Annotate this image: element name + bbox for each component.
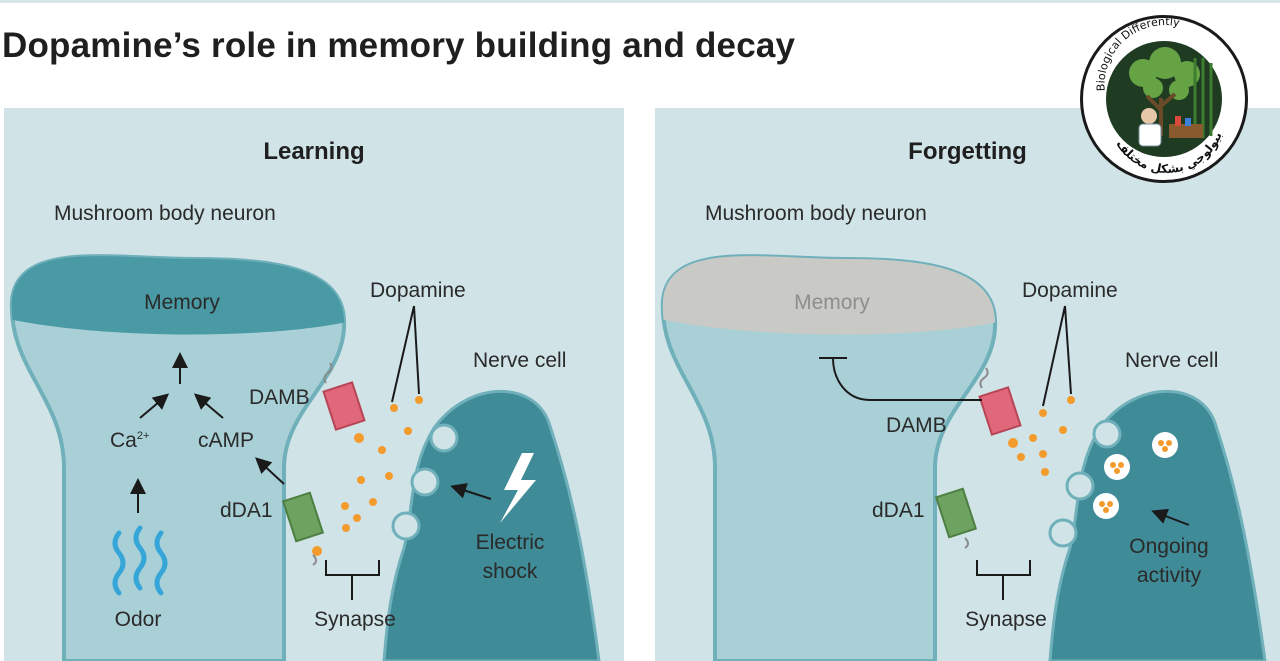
damb-receptor [322,381,366,431]
dda1-receptor [934,487,978,539]
dda1-receptor [281,491,325,543]
damb-label: DAMB [886,414,947,437]
memory-label: Memory [794,291,870,314]
neuron-label: Mushroom body neuron [705,202,927,225]
memory-region [662,256,996,335]
forgetting-panel: Forgetting Mushroom body neuron Memory D… [655,108,1280,661]
dopamine-label: Dopamine [1022,279,1118,302]
synapse-label: Synapse [965,608,1047,631]
odor-label: Odor [114,608,162,631]
inhibition-line [832,357,982,401]
calcium-label: Ca2+ [110,429,150,452]
top-rule [0,0,1280,3]
synapse-label: Synapse [314,608,396,631]
damb-label: DAMB [249,386,310,409]
forgetting-heading: Forgetting [908,138,1027,165]
learning-diagram [9,254,601,661]
mushroom-body-neuron [9,254,347,661]
odor-waves-icon [112,525,168,596]
forgetting-diagram [660,254,1267,661]
dda1-label: dDA1 [220,499,273,522]
lightning-icon [500,453,536,523]
camp-label: cAMP [198,429,255,452]
memory-label: Memory [144,291,220,314]
nerve-cell [1048,389,1267,661]
nerve-cell-label: Nerve cell [473,349,567,372]
neuron-label: Mushroom body neuron [54,202,276,225]
dopamine-dots [341,396,423,532]
dda1-label: dDA1 [872,499,925,522]
learning-panel: Learning Mushroom body neuron Memory Dop… [4,108,624,661]
learning-heading: Learning [263,138,365,165]
biological-differently-logo: Biological Differently بيولوجي بشكل مختل… [1080,15,1248,183]
dopamine-label: Dopamine [370,279,466,302]
mushroom-body-neuron [660,254,998,661]
vesicles [1093,432,1178,519]
memory-region [11,256,345,335]
page-title: Dopamine’s role in memory building and d… [2,26,796,65]
nerve-cell-label: Nerve cell [1125,349,1219,372]
dopamine-dots [1017,396,1075,476]
damb-receptor [978,386,1022,436]
